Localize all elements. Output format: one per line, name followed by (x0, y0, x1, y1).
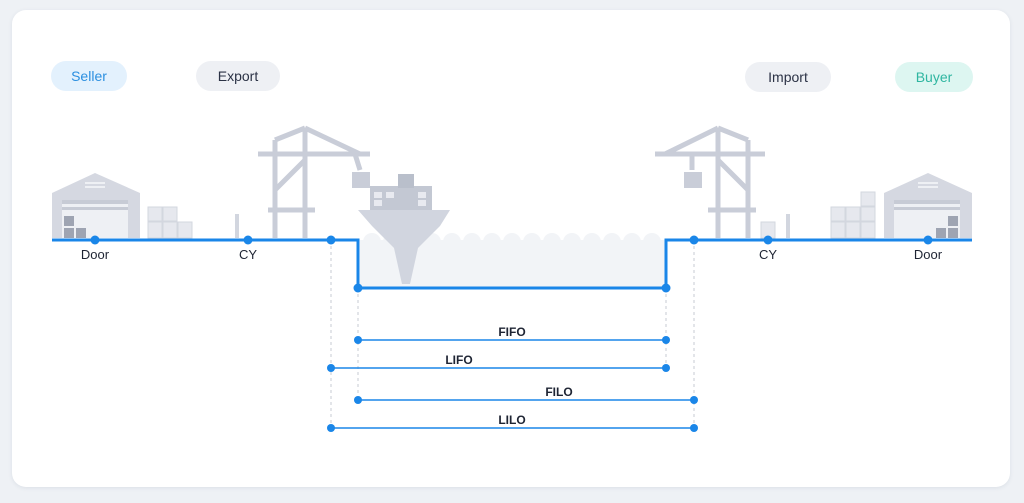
buyer-badge: Buyer (895, 62, 973, 92)
route-nodes (90, 235, 933, 293)
rule-label-lilo: LILO (498, 413, 526, 427)
node-quay-right (689, 235, 699, 245)
rule-lines (331, 339, 694, 429)
ship-icon (358, 174, 450, 284)
bollard-right-icon (786, 214, 790, 238)
warehouse-right-icon (884, 173, 972, 238)
node-quay-left (326, 235, 336, 245)
door-left-label: Door (80, 247, 110, 262)
rule-label-fifo: FIFO (498, 325, 526, 339)
containers-right-icon (760, 191, 876, 239)
door-right-label: Door (913, 247, 943, 262)
node-ship-right (661, 283, 671, 293)
bollard-left-icon (235, 214, 239, 238)
node-ship-left (353, 283, 363, 293)
import-badge: Import (745, 62, 831, 92)
waves (363, 233, 661, 251)
hanging-container-right-icon (684, 172, 702, 188)
export-badge: Export (196, 61, 280, 91)
node-cy-right (763, 235, 773, 245)
warehouse-left-icon (52, 173, 140, 238)
rule-label-filo: FILO (545, 385, 573, 399)
containers-left-icon (147, 206, 193, 239)
rule-label-lifo: LIFO (445, 353, 473, 367)
hanging-container-left-icon (352, 172, 370, 188)
node-door-left (90, 235, 100, 245)
cy-left-label: CY (238, 247, 258, 262)
crane-left-icon (258, 125, 370, 238)
rule-endpoints (327, 336, 698, 432)
node-cy-left (243, 235, 253, 245)
seller-badge: Seller (51, 61, 127, 91)
node-door-right (923, 235, 933, 245)
crane-right-icon (655, 125, 765, 238)
cy-right-label: CY (758, 247, 778, 262)
